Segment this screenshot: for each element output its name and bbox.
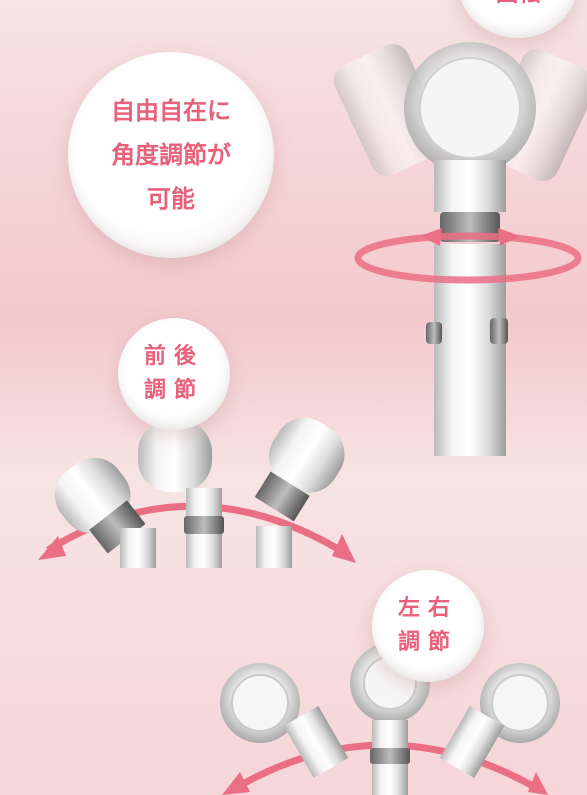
front-back-line-1: 前後 [143,344,204,369]
free-angle-line-2: 角度調節が [111,141,231,169]
rotation-arrow-head-left [420,228,442,246]
free-angle-line-1: 自由自在に [111,97,231,125]
left-right-line-2: 調節 [397,630,458,655]
left-right-line-1: 左右 [397,596,458,621]
rotation-label: 回転 [496,0,540,38]
rotation-arrow-head-right [498,228,520,246]
free-angle-line-3: 可能 [147,185,195,213]
rotation-arrow-ring [354,232,582,284]
left-right-shower-heads [220,643,560,795]
front-back-adjust-bubble: 前後 調節 [118,318,230,430]
free-angle-adjust-bubble: 自由自在に 角度調節が 可能 [68,52,274,258]
front-back-shower-heads [38,417,356,568]
left-right-adjust-bubble: 左右 調節 [372,570,484,682]
front-back-line-2: 調節 [143,378,204,403]
